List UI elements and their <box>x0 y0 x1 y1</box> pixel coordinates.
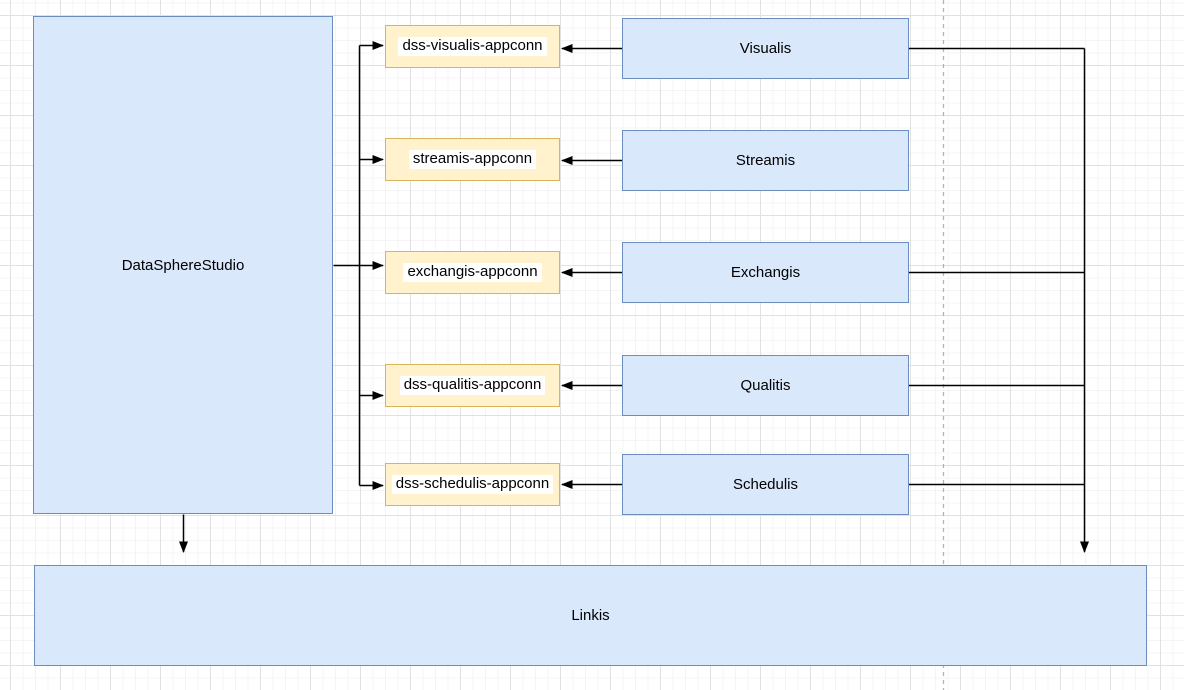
node-streamis-appconn-label: streamis-appconn <box>408 150 537 169</box>
node-exchangis-label: Exchangis <box>730 264 801 281</box>
node-visualis-label: Visualis <box>739 40 792 57</box>
node-dss-qualitis-appconn-label: dss-qualitis-appconn <box>399 376 546 395</box>
node-linkis-label: Linkis <box>571 607 610 624</box>
node-qualitis[interactable]: Qualitis <box>622 355 909 416</box>
node-exchangis-appconn-label: exchangis-appconn <box>403 263 542 282</box>
node-datasphere-studio[interactable]: DataSphereStudio <box>33 16 333 514</box>
node-streamis-appconn[interactable]: streamis-appconn <box>385 138 560 181</box>
node-dss-schedulis-appconn-label: dss-schedulis-appconn <box>391 475 554 494</box>
node-schedulis[interactable]: Schedulis <box>622 454 909 515</box>
node-dss-visualis-appconn[interactable]: dss-visualis-appconn <box>385 25 560 68</box>
node-datasphere-studio-label: DataSphereStudio <box>121 256 245 274</box>
node-linkis[interactable]: Linkis <box>34 565 1147 666</box>
node-visualis[interactable]: Visualis <box>622 18 909 79</box>
node-streamis-label: Streamis <box>735 152 796 169</box>
node-exchangis-appconn[interactable]: exchangis-appconn <box>385 251 560 294</box>
node-dss-qualitis-appconn[interactable]: dss-qualitis-appconn <box>385 364 560 407</box>
node-schedulis-label: Schedulis <box>732 476 799 493</box>
node-qualitis-label: Qualitis <box>740 377 791 394</box>
node-dss-schedulis-appconn[interactable]: dss-schedulis-appconn <box>385 463 560 506</box>
node-streamis[interactable]: Streamis <box>622 130 909 191</box>
node-exchangis[interactable]: Exchangis <box>622 242 909 303</box>
node-dss-visualis-appconn-label: dss-visualis-appconn <box>398 37 547 56</box>
